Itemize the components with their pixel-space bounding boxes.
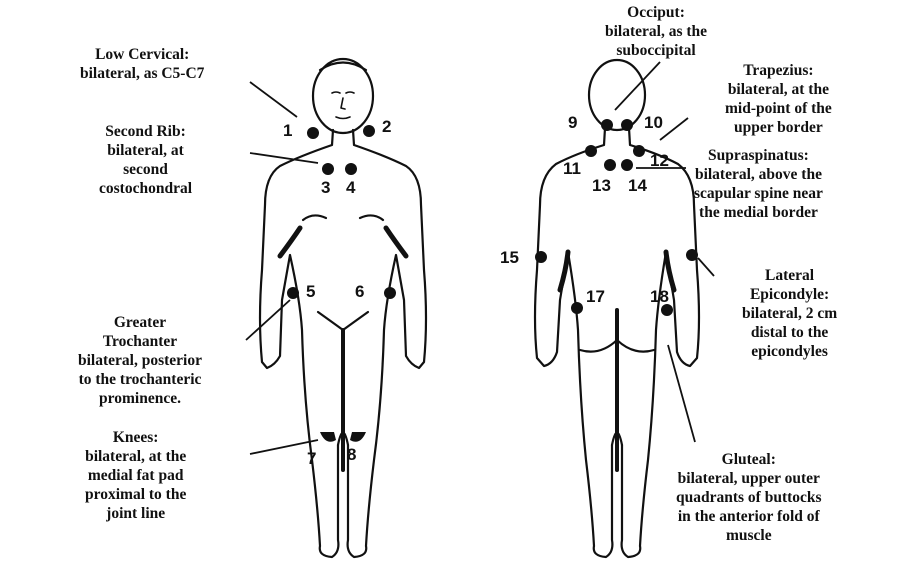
point-number-10: 10	[644, 114, 663, 131]
tender-point-5-dot	[287, 287, 299, 299]
tender-point-1-dot	[307, 127, 319, 139]
tender-point-2-dot	[363, 125, 375, 137]
point-number-17: 17	[586, 288, 605, 305]
tender-point-9-dot	[601, 119, 613, 131]
front-face	[332, 92, 354, 119]
tender-point-17-dot	[571, 302, 583, 314]
label-knees: Knees: bilateral, at the medial fat pad …	[85, 428, 186, 523]
point-number-8: 8	[347, 446, 356, 463]
tender-point-12-dot	[633, 145, 645, 157]
point-number-13: 13	[592, 177, 611, 194]
back-figure-outline	[535, 60, 699, 557]
point-number-1: 1	[283, 122, 292, 139]
point-number-2: 2	[382, 118, 391, 135]
point-number-7: 7	[307, 450, 316, 467]
label-gluteal: Gluteal: bilateral, upper outer quadrant…	[676, 450, 822, 545]
label-occiput: Occiput: bilateral, as the suboccipital	[605, 3, 707, 60]
tender-point-3-dot	[322, 163, 334, 175]
tender-point-14-dot	[621, 159, 633, 171]
label-supraspinatus: Supraspinatus: bilateral, above the scap…	[694, 146, 823, 222]
point-number-3: 3	[321, 179, 330, 196]
point-number-9: 9	[568, 114, 577, 131]
tender-point-11-dot	[585, 145, 597, 157]
point-number-15: 15	[500, 249, 519, 266]
label-greater-trochanter: Greater Trochanter bilateral, posterior …	[78, 313, 202, 408]
point-number-5: 5	[306, 283, 315, 300]
label-low-cervical: Low Cervical: bilateral, as C5-C7	[80, 45, 204, 83]
tender-point-8-dot	[350, 432, 366, 442]
tender-point-16-dot	[686, 249, 698, 261]
label-trapezius: Trapezius: bilateral, at the mid-point o…	[725, 61, 832, 137]
tender-point-6-dot	[384, 287, 396, 299]
point-number-4: 4	[346, 179, 355, 196]
tender-point-15-dot	[535, 251, 547, 263]
point-number-14: 14	[628, 177, 647, 194]
point-number-12: 12	[650, 152, 669, 169]
point-number-18: 18	[650, 288, 669, 305]
point-number-11: 11	[563, 160, 581, 177]
tender-point-7-dot	[320, 432, 336, 442]
point-number-6: 6	[355, 283, 364, 300]
tender-point-10-dot	[621, 119, 633, 131]
tender-point-13-dot	[604, 159, 616, 171]
label-lateral-epicondyle: Lateral Epicondyle: bilateral, 2 cm dist…	[742, 266, 837, 361]
tender-point-4-dot	[345, 163, 357, 175]
label-second-rib: Second Rib: bilateral, at second costoch…	[99, 122, 192, 198]
